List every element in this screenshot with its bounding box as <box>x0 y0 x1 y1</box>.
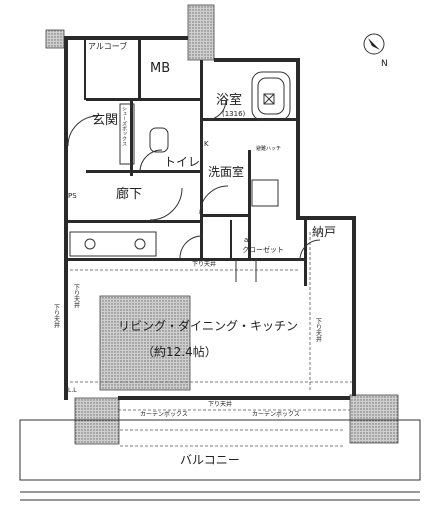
interior-walls <box>64 36 307 286</box>
stove-burner-icon <box>84 238 96 250</box>
label-curtain-box-1: カーテンボックス <box>140 410 188 418</box>
label-k: K <box>204 140 209 148</box>
balcony-area <box>19 419 421 481</box>
closet-door-icon <box>235 260 257 282</box>
outer-walls <box>64 36 356 400</box>
label-fire-escape: 避難ハッチ <box>256 145 281 152</box>
column-bottom-left <box>74 397 120 445</box>
room-ldk-size: （約12.4帖） <box>142 344 217 359</box>
washroom-door-icon <box>199 185 229 215</box>
label-shoes-box: シューズボックス <box>121 106 127 146</box>
entrance-door-icon <box>67 115 99 147</box>
room-bath-size: (1316) <box>222 110 246 118</box>
label-ll: L.L <box>68 387 77 394</box>
kitchen-hatch-area <box>99 295 191 391</box>
room-bath: 浴室 <box>216 92 242 108</box>
room-entrance: 玄関 <box>92 113 118 128</box>
label-curtain-box-2: カーテンボックス <box>252 410 300 418</box>
label-lowered-ceiling-3: 下り天井 <box>315 318 322 343</box>
label-lowered-ceiling-1: 下り天井 <box>73 284 80 309</box>
label-lowered-ceiling-4: 下り天井 <box>208 400 232 408</box>
bathtub <box>251 71 291 121</box>
room-closet: クローゼット <box>242 245 284 254</box>
bathtub-inner <box>257 77 285 115</box>
room-storage: 納戸 <box>312 225 336 239</box>
kitchen-counter <box>69 231 157 257</box>
compass-label: N <box>381 59 388 69</box>
label-lowered-ceiling-5: 下り天井 <box>53 304 60 329</box>
compass-arrow-icon <box>368 38 380 50</box>
compass-icon <box>363 33 385 55</box>
column-top-left <box>45 29 65 49</box>
bath-drain-icon <box>263 93 275 105</box>
label-lowered-ceiling-2: 下り天井 <box>192 260 216 268</box>
shoe-cabinet <box>119 103 135 165</box>
corridor-door-icon <box>149 187 183 221</box>
label-closet-a: a <box>244 236 248 244</box>
room-alcove: アルコーブ <box>88 41 127 51</box>
storage-door-icon <box>299 239 321 261</box>
room-balcony: バルコニー <box>180 453 240 467</box>
toilet-door-icon <box>139 149 163 173</box>
ldk-door-icon <box>179 235 203 259</box>
label-ps: PS <box>68 192 77 200</box>
washbasin <box>251 179 279 207</box>
column-bottom-right <box>349 394 399 444</box>
room-washroom: 洗面室 <box>208 164 244 179</box>
room-corridor: 廊下 <box>116 186 142 202</box>
room-mb: MB <box>150 61 170 76</box>
stove-burner-icon-2 <box>134 238 146 250</box>
column-top-right <box>187 4 215 61</box>
bath-door-icon <box>205 99 227 121</box>
room-toilet: トイレ <box>164 155 200 169</box>
toilet-fixture <box>149 127 169 153</box>
room-ldk: リビング・ダイニング・キッチン <box>118 318 298 333</box>
